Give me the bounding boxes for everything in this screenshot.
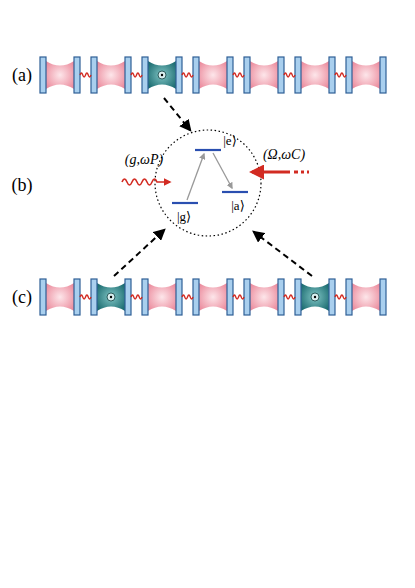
panel-label: (a) <box>12 66 32 84</box>
cavity-array-a <box>40 57 386 93</box>
panel-label: (b) <box>12 176 33 194</box>
level-label: |e⟩ <box>223 134 236 147</box>
probe-parameter-label: (g,ωP) <box>125 153 163 167</box>
level-label: |g⟩ <box>177 210 191 223</box>
pointer-arrows <box>114 98 312 276</box>
cavity-array-c <box>40 279 386 315</box>
atom-level-scheme <box>122 130 309 236</box>
level-label: |a⟩ <box>231 199 244 212</box>
panel-label: (c) <box>12 288 32 306</box>
control-parameter-label: (Ω,ωC) <box>263 148 305 162</box>
